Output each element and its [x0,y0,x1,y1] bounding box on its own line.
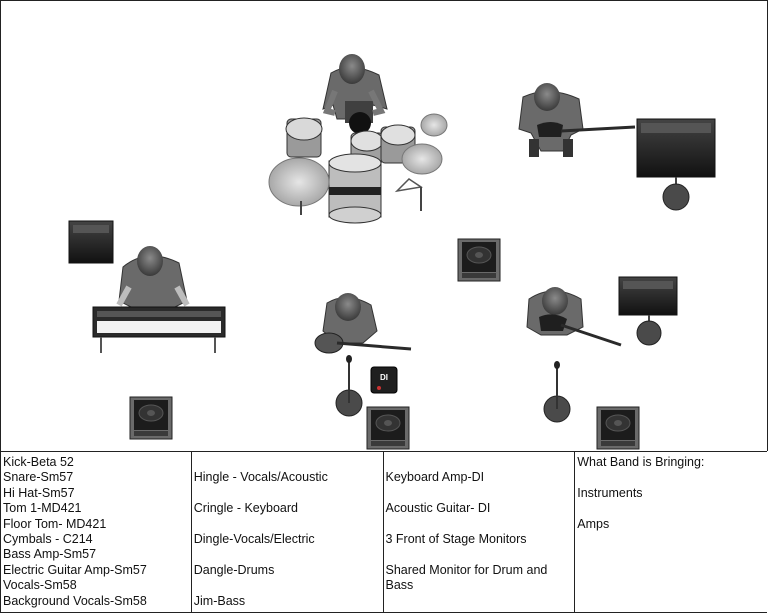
mic-item: Background Vocals-Sm58 [3,593,147,608]
guitar-amp [618,276,678,346]
bringing-title: What Band is Bringing: [577,455,705,469]
band-bringing-column: What Band is Bringing: Instruments Amps [575,452,767,612]
mic-list-column: Kick-Beta 52 Snare-Sm57 Hi Hat-Sm57 Tom … [1,452,192,612]
inputs-column: Keyboard Amp-DI Acoustic Guitar- DI 3 Fr… [384,452,576,612]
mic-item: Floor Tom- MD421 [3,516,107,531]
member-item: Dingle-Vocals/Electric [193,532,315,546]
bringing-item: Amps [577,517,610,531]
drummer [322,54,388,123]
floor-monitor [457,238,501,282]
mic-stand [335,354,363,417]
stage-plot: DI [0,0,768,451]
mic-item: Hi Hat-Sm57 [3,485,75,500]
acoustic-guitarist [314,293,412,354]
bass-player [518,83,636,157]
input-list-table: Kick-Beta 52 Snare-Sm57 Hi Hat-Sm57 Tom … [0,451,767,613]
di-box: DI [370,366,398,394]
member-item: Jim-Bass [193,594,246,608]
mic-item: Kick-Beta 52 [3,455,74,469]
electric-guitarist [526,287,622,347]
bringing-item: Instruments [577,486,643,500]
input-item: 3 Front of Stage Monitors [385,532,527,546]
di-box-label: DI [380,373,388,382]
mic-item: Bass Amp-Sm57 [3,547,97,562]
keyboard-amp [68,220,114,264]
mic-item: Snare-Sm57 [3,470,74,485]
mic-item: Tom 1-MD421 [3,501,82,516]
member-item: Hingle - Vocals/Acoustic [193,470,328,484]
input-item: Acoustic Guitar- DI [385,501,491,515]
drum-kit [268,112,448,224]
member-item: Cringle - Keyboard [193,501,298,515]
member-item: Dangle-Drums [193,563,275,577]
keyboardist [116,246,190,308]
band-members-column: Hingle - Vocals/Acoustic Cringle - Keybo… [192,452,384,612]
input-item: Shared Monitor for Drum and Bass [385,563,548,593]
bass-amp [636,118,716,211]
floor-monitor [366,406,410,450]
mic-item: Cymbals - C214 [3,532,93,547]
mic-item: Electric Guitar Amp-Sm57 [3,562,147,577]
floor-monitor [596,406,640,450]
stage-plot-drawing: DI [68,54,716,450]
keyboard [92,306,226,353]
mic-stand [543,360,571,423]
floor-monitor [129,396,173,440]
mic-item: Vocals-Sm58 [3,578,77,593]
input-item: Keyboard Amp-DI [385,470,485,484]
